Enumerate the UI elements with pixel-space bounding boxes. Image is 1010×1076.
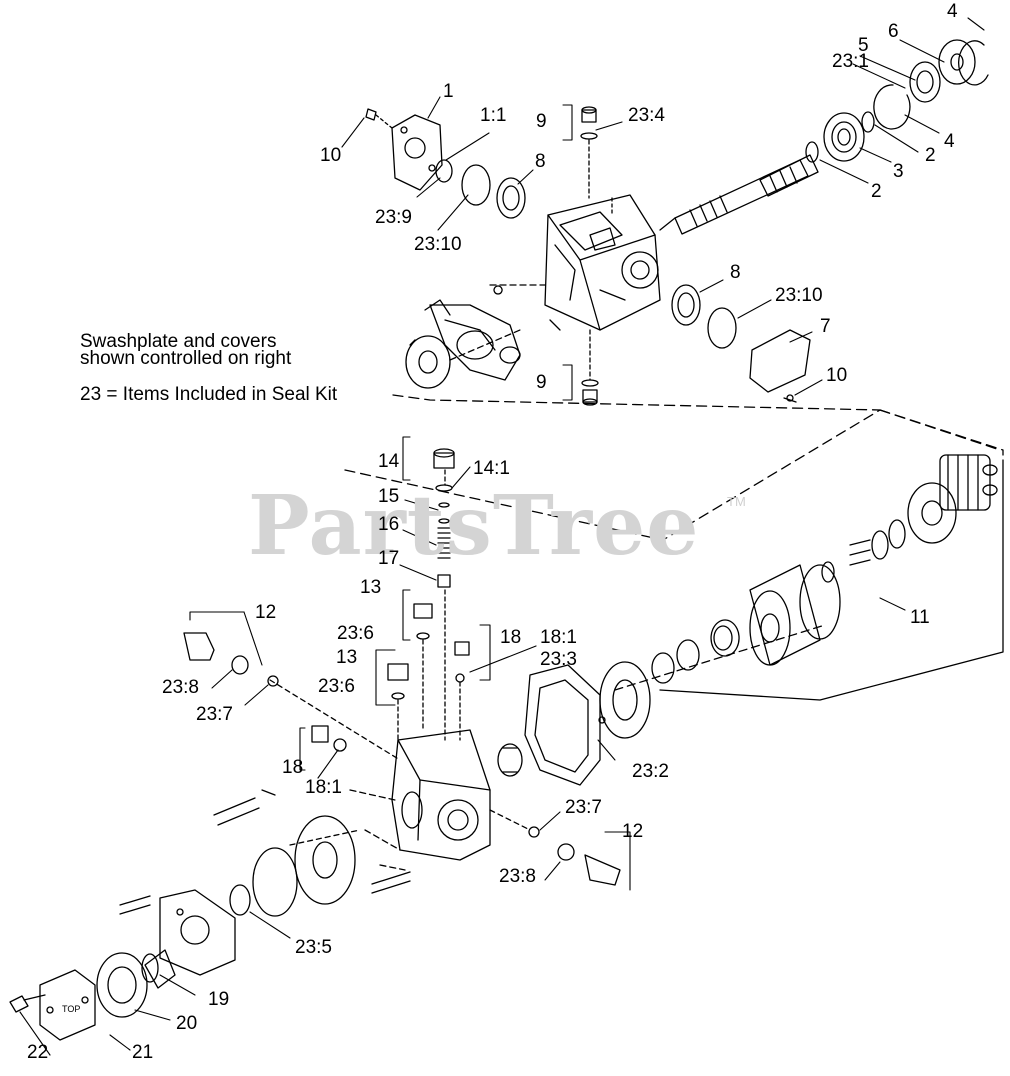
watermark-trademark: TM	[727, 494, 746, 509]
callout-18: 18	[500, 627, 522, 648]
callout-9: 9	[536, 372, 547, 393]
callout-6: 6	[888, 21, 899, 42]
charge-pump	[497, 661, 651, 786]
callout-21: 21	[132, 1042, 154, 1063]
front-bearing	[805, 111, 875, 163]
callout-2: 2	[925, 145, 936, 166]
center-section	[349, 729, 491, 871]
swashplate-assembly	[405, 299, 521, 389]
callout-13: 13	[360, 577, 382, 598]
plug-bottom	[581, 379, 599, 406]
callout-11: 11	[910, 607, 930, 628]
callout-22: 22	[27, 1042, 49, 1063]
callout-23-7: 23:7	[196, 704, 233, 725]
callout-8: 8	[535, 151, 546, 172]
watermark: PartsTree	[248, 478, 700, 574]
right-fittings	[489, 809, 621, 886]
note-swashplate-line2: shown controlled on right	[80, 348, 292, 369]
callout-23-2: 23:2	[632, 761, 669, 782]
callout-13: 13	[336, 647, 358, 668]
plug-top	[580, 106, 598, 140]
left-fittings	[183, 632, 401, 796]
callout-12: 12	[622, 821, 644, 842]
callout-8: 8	[730, 262, 741, 283]
callout-12: 12	[255, 602, 277, 623]
check-valves	[387, 603, 470, 741]
callout-23-8: 23:8	[499, 866, 536, 887]
callout-1-1: 1:1	[480, 105, 507, 126]
callout-23-7: 23:7	[565, 797, 602, 818]
cylinder-block	[651, 482, 957, 684]
callout-16: 16	[378, 514, 400, 535]
callout-23-5: 23:5	[295, 937, 332, 958]
callout-10: 10	[826, 365, 848, 386]
callout-4: 4	[947, 1, 958, 22]
callout-5: 5	[858, 35, 869, 56]
rear-cover	[671, 284, 811, 403]
callout-14: 14	[378, 451, 400, 472]
cover-marking: TOP	[62, 1004, 80, 1014]
callout-23-10: 23:10	[414, 234, 462, 255]
callout-23-9: 23:9	[375, 207, 412, 228]
bolts	[9, 797, 411, 1013]
callout-17: 17	[378, 548, 400, 569]
callout-9: 9	[536, 111, 547, 132]
callout-3: 3	[893, 161, 904, 182]
end-cover-assembly	[39, 815, 356, 1041]
input-shaft	[659, 154, 819, 235]
callout-23-8: 23:8	[162, 677, 199, 698]
callout-20: 20	[176, 1013, 198, 1034]
callout-14-1: 14:1	[473, 458, 510, 479]
pistons	[939, 454, 998, 511]
callout-18-1: 18:1	[540, 627, 577, 648]
left-cover	[365, 108, 526, 219]
callout-4: 4	[944, 131, 955, 152]
upper-housing	[489, 194, 661, 331]
callout-leaders	[19, 17, 985, 1056]
callout-15: 15	[378, 486, 400, 507]
callout-23-6: 23:6	[318, 676, 355, 697]
callout-23-10: 23:10	[775, 285, 823, 306]
callout-23-6: 23:6	[337, 623, 374, 644]
callout-7: 7	[820, 316, 831, 337]
callout-10: 10	[320, 145, 342, 166]
relief-valve	[433, 448, 455, 741]
callout-23-1: 23:1	[832, 51, 869, 72]
callout-19: 19	[208, 989, 230, 1010]
callout-1: 1	[443, 81, 454, 102]
seal-rings	[873, 39, 989, 130]
seal-kit-legend: 23 = Items Included in Seal Kit	[80, 384, 338, 405]
callout-18-1: 18:1	[305, 777, 342, 798]
callout-18: 18	[282, 757, 304, 778]
callout-2: 2	[871, 181, 882, 202]
callout-23-3: 23:3	[540, 649, 577, 670]
callout-23-4: 23:4	[628, 105, 665, 126]
note-swashplate-line1: Swashplate and covers	[80, 331, 277, 352]
